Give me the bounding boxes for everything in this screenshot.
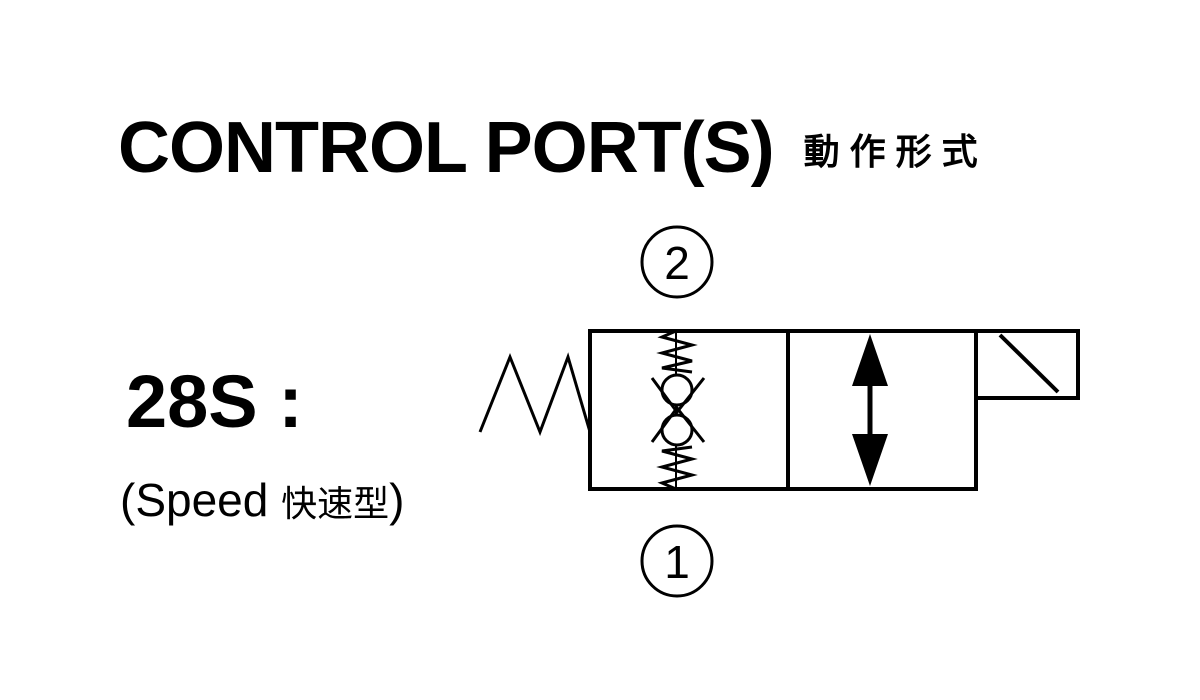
title-english: CONTROL PORT(S) [118,108,775,188]
return-spring [478,352,592,437]
flow-arrow-down [852,434,888,486]
description-chinese: 快速型 [281,484,390,525]
diagram-title: CONTROL PORT(S) 動作形式 [118,108,988,188]
port-2-marker: 2 [640,225,714,299]
flow-arrow-up [852,334,888,386]
port-2-label: 2 [664,237,690,289]
lower-check-seat [650,405,706,443]
port-1-marker: 1 [640,524,714,598]
lower-check-spring [656,445,698,491]
check-valve-position [650,329,706,491]
valve-body [588,329,978,491]
description-prefix: (Speed [120,474,282,526]
upper-check-spring [656,329,698,374]
description-suffix: ) [389,474,405,526]
solenoid-actuator [976,329,1080,400]
model-description: (Speed 快速型) [120,470,404,535]
title-chinese: 動作形式 [803,132,988,173]
port-1-label: 1 [664,536,690,588]
model-code: 28S : [126,360,303,443]
upper-check-seat [650,377,706,415]
flow-arrow-position [852,334,888,486]
